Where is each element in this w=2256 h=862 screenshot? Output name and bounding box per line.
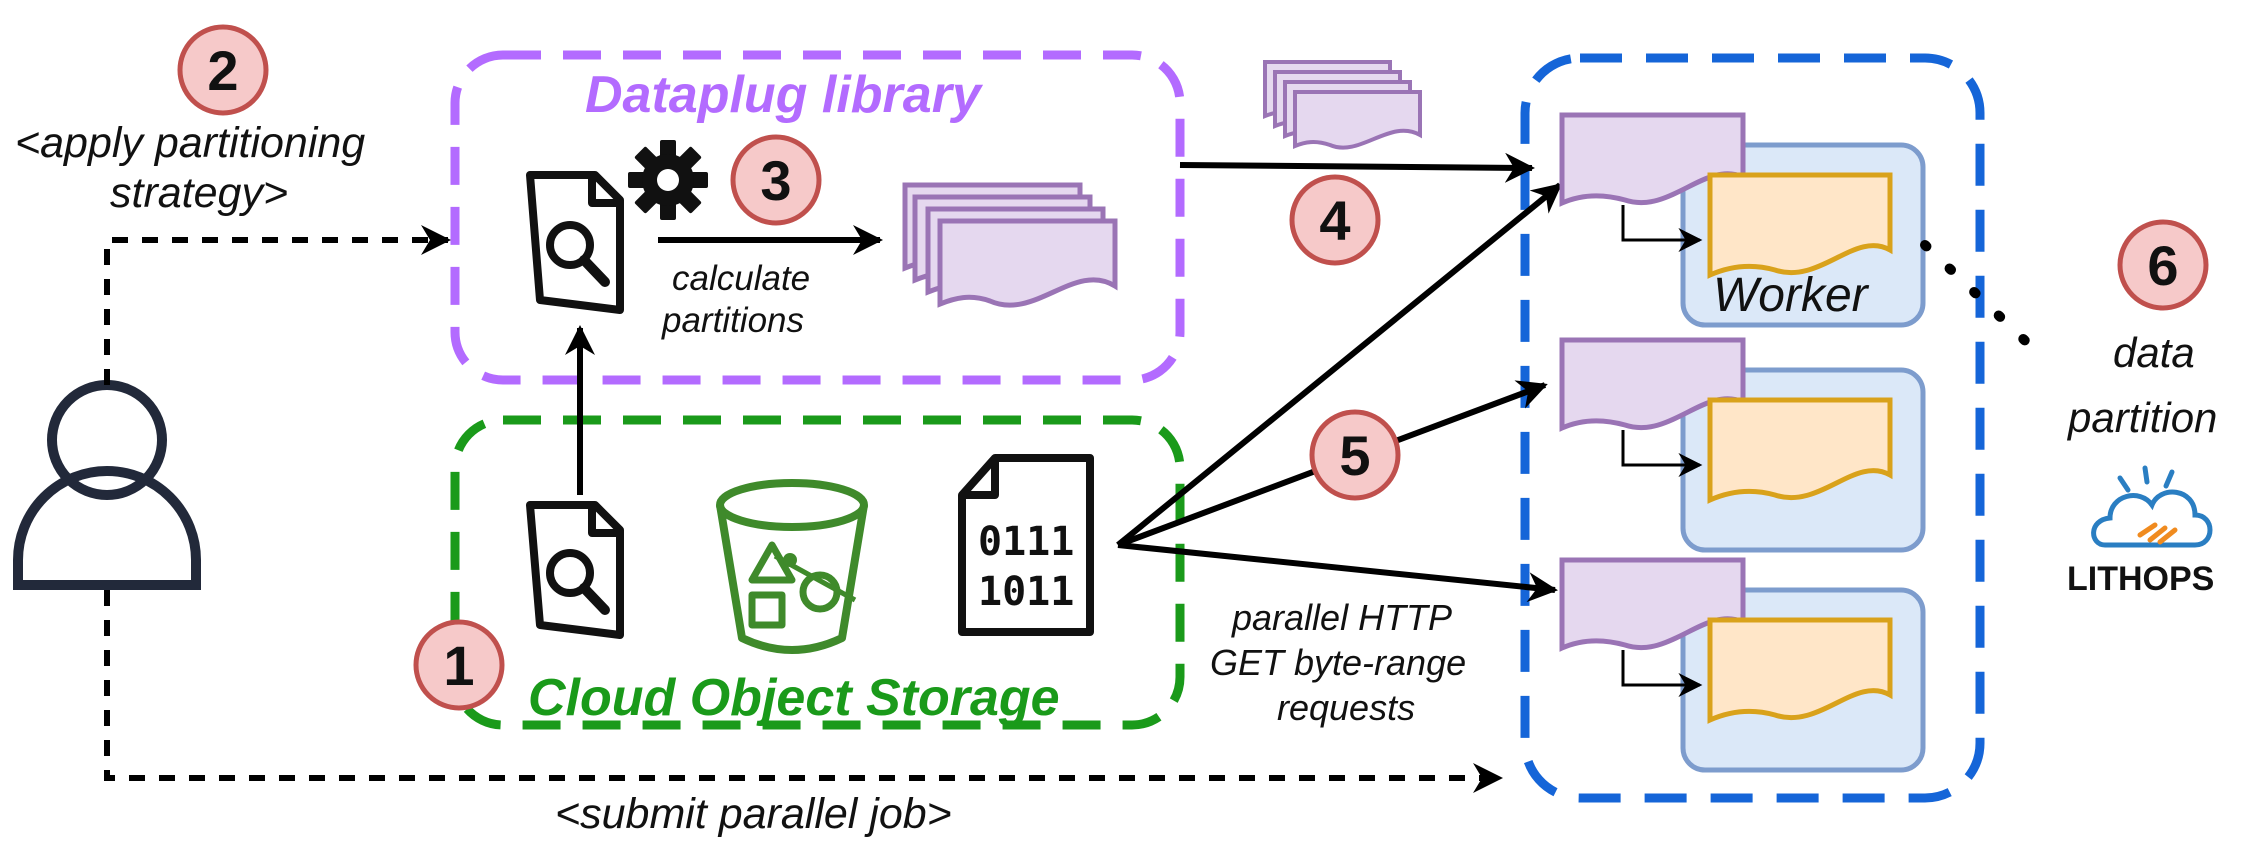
storage-title: Cloud Object Storage [528, 669, 1060, 727]
step-badge-2: 2 [177, 24, 269, 116]
calculate-label-1: calculate [672, 259, 810, 298]
partition-stack-small-icon [1263, 60, 1422, 150]
apply-strategy-arrow [104, 225, 451, 385]
step-badge-6: 6 [2117, 219, 2209, 311]
worker-1 [1559, 112, 1926, 328]
svg-text:1: 1 [443, 634, 474, 697]
binary-row-1: 0111 [978, 519, 1074, 565]
step-badge-4: 4 [1289, 174, 1381, 266]
svg-text:5: 5 [1339, 424, 1370, 487]
data-document [1707, 172, 1893, 279]
binary-file-icon: 0111 1011 [958, 454, 1094, 636]
dataplug-title: Dataplug library [585, 66, 984, 124]
submit-job-label: <submit parallel job> [555, 790, 952, 838]
search-document-storage-icon [526, 501, 624, 639]
submit-job-arrow [104, 590, 1503, 793]
search-document-icon [526, 171, 624, 314]
data-document [1707, 397, 1893, 504]
data-partition-pointer [1920, 240, 2045, 360]
user-icon [13, 380, 201, 590]
apply-strategy-label-1: <apply partitioning [15, 119, 365, 167]
worker-3 [1559, 557, 1926, 773]
data-document [1707, 617, 1893, 724]
http-label-3: requests [1277, 687, 1415, 728]
http-label-1: parallel HTTP [1231, 597, 1452, 638]
svg-text:2: 2 [207, 39, 238, 102]
lithops-name: LITHOPS [2067, 560, 2214, 598]
step-badge-3: 3 [730, 134, 822, 226]
svg-text:4: 4 [1319, 189, 1350, 252]
data-partition-label-2: partition [2066, 394, 2217, 441]
http-label-2: GET byte-range [1210, 642, 1466, 683]
data-partition-label-1: data [2113, 329, 2195, 376]
worker-list [1559, 112, 1926, 773]
lithops-logo: LITHOPS [2067, 465, 2214, 598]
worker-2 [1559, 337, 1926, 553]
gear-icon [628, 140, 708, 220]
executor-box [1520, 53, 1985, 803]
step-badge-1: 1 [413, 619, 505, 711]
bucket-icon [716, 479, 868, 654]
calculate-label-2: partitions [661, 301, 804, 340]
storage-box [450, 415, 1185, 730]
worker-label: Worker [1713, 269, 1870, 322]
partition-stack-icon [902, 182, 1118, 308]
dataplug-box [450, 50, 1185, 385]
svg-text:3: 3 [760, 149, 791, 212]
svg-text:6: 6 [2147, 234, 2178, 297]
apply-strategy-label-2: strategy> [110, 169, 288, 217]
binary-row-2: 1011 [978, 569, 1074, 615]
partitions-arrow [1179, 152, 1535, 183]
step-badge-5: 5 [1309, 409, 1401, 501]
